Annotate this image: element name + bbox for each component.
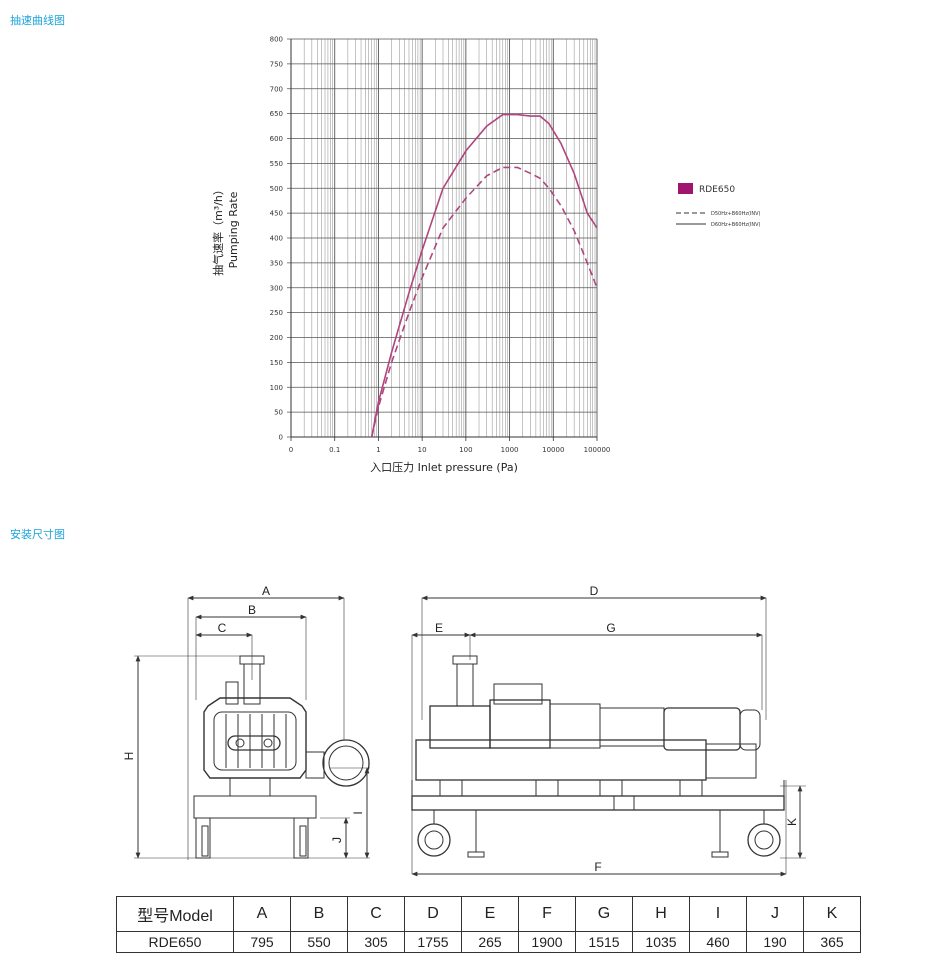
y-tick-label: 400	[270, 235, 283, 243]
table-cell: 305	[347, 931, 405, 953]
table-header-cell: G	[575, 896, 633, 932]
x-axis-label: 入口压力 Inlet pressure (Pa)	[370, 461, 518, 474]
series-line-solid	[370, 113, 598, 438]
table-cell: 795	[233, 931, 291, 953]
series-line-dashed	[370, 166, 598, 438]
x-tick-label: 100000	[584, 446, 611, 454]
table-header-cell: 型号Model	[116, 896, 234, 932]
x-tick-label: 0.1	[329, 446, 340, 454]
table-cell: 365	[803, 931, 861, 953]
table-header-cell: I	[689, 896, 747, 932]
y-tick-label: 150	[270, 359, 283, 367]
table-cell: 1035	[632, 931, 690, 953]
table-header-cell: J	[746, 896, 804, 932]
x-tick-label: 10	[418, 446, 427, 454]
x-tick-label: 100	[459, 446, 472, 454]
side-view	[411, 595, 806, 877]
legend-solid-label: D60Hz+B60Hz(INV)	[711, 222, 761, 228]
y-tick-label: 50	[274, 409, 283, 417]
x-tick-label: 0	[289, 446, 293, 454]
table-cell: 265	[461, 931, 519, 953]
table-header-cell: A	[233, 896, 291, 932]
y-tick-label: 350	[270, 259, 283, 267]
pumping-curve-title: 抽速曲线图	[10, 14, 65, 27]
table-cell: 1755	[404, 931, 462, 953]
y-axis-label-cn: 抽气速率（m³/h）	[211, 184, 225, 276]
y-axis-label-en: Pumping Rate	[227, 191, 240, 268]
y-tick-label: 750	[270, 60, 283, 68]
y-tick-label: 250	[270, 309, 283, 317]
y-tick-label: 300	[270, 284, 283, 292]
table-header-cell: E	[461, 896, 519, 932]
y-tick-label: 800	[270, 36, 283, 44]
dim-label-f: F	[594, 860, 601, 874]
table-cell: 1900	[518, 931, 576, 953]
table-cell: RDE650	[116, 931, 234, 953]
table-header-cell: B	[290, 896, 348, 932]
pumping-rate-chart: 0501001502002503003504004505005506006507…	[211, 36, 761, 475]
dim-label-j: J	[330, 837, 344, 843]
dim-label-b: B	[248, 603, 256, 617]
dim-label-h: H	[122, 752, 136, 761]
table-header-cell: K	[803, 896, 861, 932]
table-cell: 1515	[575, 931, 633, 953]
y-tick-label: 100	[270, 384, 283, 392]
y-tick-label: 700	[270, 85, 283, 93]
dim-label-e: E	[435, 621, 443, 635]
dim-label-g: G	[606, 621, 615, 635]
x-tick-label: 10000	[542, 446, 564, 454]
table-header-cell: C	[347, 896, 405, 932]
x-tick-label: 1	[376, 446, 380, 454]
y-tick-label: 500	[270, 185, 283, 193]
table-header-cell: F	[518, 896, 576, 932]
dim-label-c: C	[218, 621, 227, 635]
table-header-cell: H	[632, 896, 690, 932]
dim-label-d: D	[590, 584, 599, 598]
table-header-cell: D	[404, 896, 462, 932]
installation-title: 安装尺寸图	[10, 528, 65, 541]
dim-label-k: K	[785, 818, 799, 826]
x-tick-label: 1000	[501, 446, 519, 454]
y-tick-label: 450	[270, 210, 283, 218]
y-tick-label: 650	[270, 110, 283, 118]
front-view	[134, 595, 370, 860]
legend-model-label: RDE650	[699, 185, 735, 195]
y-tick-label: 0	[279, 434, 283, 442]
y-tick-label: 550	[270, 160, 283, 168]
dim-label-a: A	[262, 584, 270, 598]
legend-dashed-label: D50Hz+B60Hz(INV)	[711, 211, 761, 217]
y-tick-label: 200	[270, 334, 283, 342]
y-tick-label: 600	[270, 135, 283, 143]
legend-swatch	[678, 183, 693, 194]
table-cell: 550	[290, 931, 348, 953]
table-cell: 460	[689, 931, 747, 953]
table-cell: 190	[746, 931, 804, 953]
dim-label-i: I	[351, 811, 365, 814]
